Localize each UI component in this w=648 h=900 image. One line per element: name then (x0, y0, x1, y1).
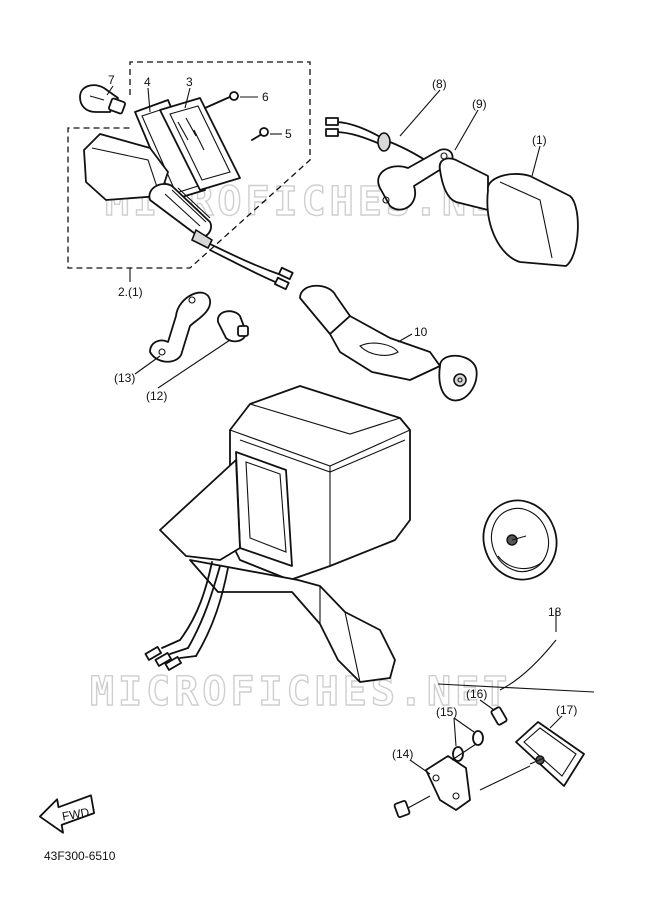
fwd-label: FWD (61, 805, 91, 824)
exploded-baseline (437, 683, 595, 693)
leader-9 (454, 109, 479, 151)
callout-10: 10 (414, 325, 428, 339)
fwd-arrow-icon: FWD (38, 794, 95, 834)
lens-cover-17 (515, 721, 585, 787)
callout-2: 2.(1) (118, 285, 143, 299)
flasher-housing-left (83, 133, 214, 250)
watermark-bottom: MICROFICHES.NET (90, 669, 511, 715)
callout-7: 7 (108, 73, 115, 87)
leader-7 (106, 85, 114, 96)
leader-8 (399, 89, 441, 137)
callout-3: 3 (186, 75, 193, 89)
callout-15: (15) (436, 705, 457, 719)
leader-12 (157, 339, 231, 389)
leader-15b (453, 717, 457, 747)
leader-14 (409, 759, 431, 775)
leader-16 (479, 699, 495, 711)
bracket-14 (393, 743, 477, 818)
assembly-box-2 (67, 61, 311, 269)
cover-axis-line (479, 765, 531, 791)
callout-16: (16) (466, 687, 487, 701)
flasher-right-1 (438, 157, 579, 267)
callout-6: 6 (262, 90, 269, 104)
callout-5: 5 (285, 127, 292, 141)
leader-13 (134, 355, 161, 375)
tail-light-body (159, 385, 411, 683)
screw-6 (204, 91, 239, 109)
screw-16 (490, 706, 508, 726)
callout-12: (12) (146, 389, 167, 403)
wire-harness-left (209, 243, 294, 291)
callout-17: (17) (556, 703, 577, 717)
callout-13: (13) (114, 371, 135, 385)
stay-9 (377, 148, 454, 211)
leader-4 (147, 87, 151, 113)
callout-9: (9) (472, 97, 487, 111)
leader-15a (453, 717, 475, 733)
grommet-8 (377, 132, 391, 152)
bracket-10 (299, 284, 478, 402)
callout-4: 4 (144, 75, 151, 89)
bulb-7 (79, 84, 126, 115)
diagram-code: 43F300-6510 (44, 849, 116, 863)
callout-8: (8) (432, 77, 447, 91)
callout-14: (14) (392, 747, 413, 761)
license-light-18 (482, 499, 558, 581)
nut-12 (217, 310, 249, 343)
tail-light-wire-harness (144, 561, 229, 671)
stay-13 (149, 291, 211, 363)
leader-1 (531, 145, 541, 177)
leader-10 (397, 333, 413, 343)
screw-5 (251, 127, 269, 141)
callout-18: 18 (548, 605, 562, 619)
leader-17 (549, 715, 563, 729)
leader-3 (184, 87, 191, 109)
callout-1: (1) (532, 133, 547, 147)
